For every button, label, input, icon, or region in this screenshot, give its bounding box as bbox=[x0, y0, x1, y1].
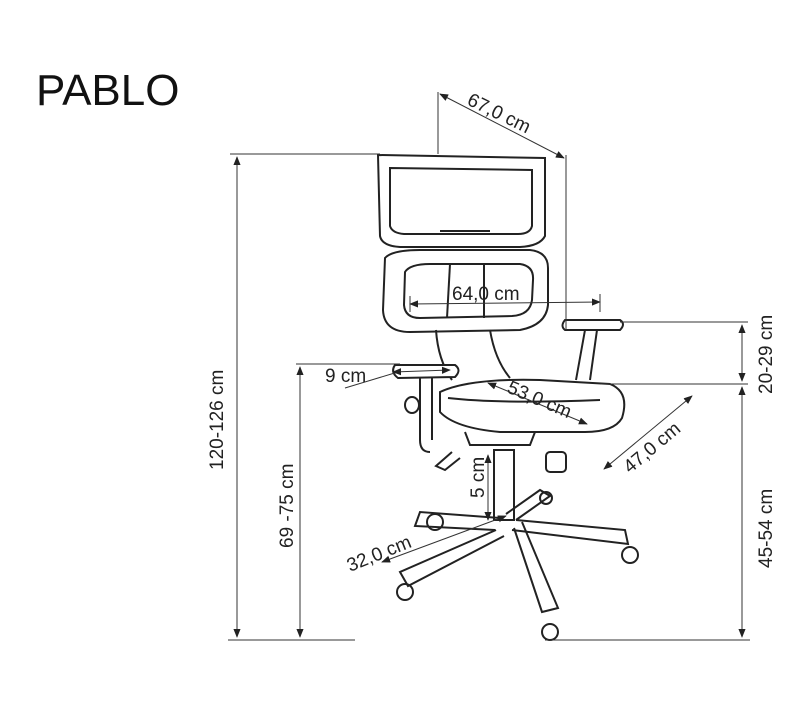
armrest-knob bbox=[404, 396, 420, 414]
total-width-line bbox=[409, 298, 601, 308]
headrest bbox=[376, 153, 546, 248]
armrest-width-label: 9 cm bbox=[325, 366, 366, 387]
caster-2 bbox=[396, 583, 414, 601]
armrest-right-pad bbox=[561, 319, 624, 331]
seat-height-label: 45-54 cm bbox=[756, 489, 777, 568]
total-depth-label: 67,0 cm bbox=[464, 90, 534, 139]
dimension-labels: 120-126 cm 69 -75 cm 45-54 cm 20-29 cm 6… bbox=[207, 90, 777, 577]
total-height-label: 120-126 cm bbox=[207, 370, 228, 470]
tilt-lever bbox=[434, 451, 461, 472]
armrest-width-leader bbox=[344, 371, 399, 389]
base-leg-4 bbox=[511, 519, 630, 546]
seat-width-line bbox=[603, 395, 693, 470]
seat-depth-line bbox=[487, 382, 588, 425]
caster-3 bbox=[541, 623, 559, 641]
base-leg-3 bbox=[513, 521, 560, 614]
gas-lift-label: 5 cm bbox=[468, 457, 489, 498]
base-radius-line bbox=[381, 515, 507, 563]
backrest-rib-left bbox=[446, 263, 451, 319]
armrest-adjust-label: 20-29 cm bbox=[756, 315, 777, 394]
dimension-lines bbox=[228, 92, 750, 641]
total-depth-line bbox=[439, 93, 565, 159]
mechanism bbox=[464, 431, 536, 446]
headrest-inner bbox=[389, 166, 533, 235]
caster-5 bbox=[539, 491, 553, 505]
armrest-left-post bbox=[419, 378, 433, 453]
armrest-right-post bbox=[575, 329, 598, 381]
base-leg-2 bbox=[398, 529, 505, 588]
product-title: PABLO bbox=[36, 66, 179, 115]
armrest-height-label: 69 -75 cm bbox=[277, 464, 298, 548]
armrest-width-line bbox=[392, 366, 451, 376]
caster-4 bbox=[621, 546, 639, 564]
tension-knob bbox=[545, 451, 567, 473]
total-width-label: 64,0 cm bbox=[452, 284, 520, 305]
